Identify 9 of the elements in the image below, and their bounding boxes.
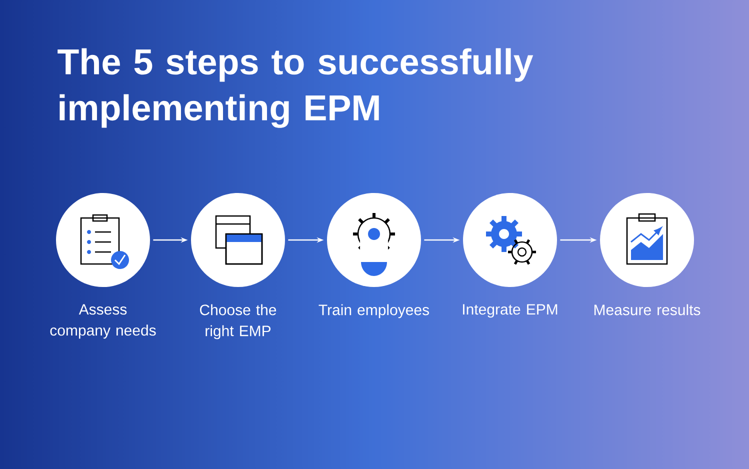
step-label: Integrate EPM xyxy=(463,304,558,318)
step-label: Measure results xyxy=(594,304,700,316)
step-circle xyxy=(463,193,557,287)
step-label: Choose the right EMP xyxy=(200,304,276,340)
step-circle xyxy=(56,193,150,287)
step-circle xyxy=(600,193,694,287)
title: The 5 steps to successfully implementing EPM xyxy=(58,48,534,128)
step-label: Assess company needs xyxy=(50,304,156,339)
step-label: Train employees xyxy=(318,304,429,318)
